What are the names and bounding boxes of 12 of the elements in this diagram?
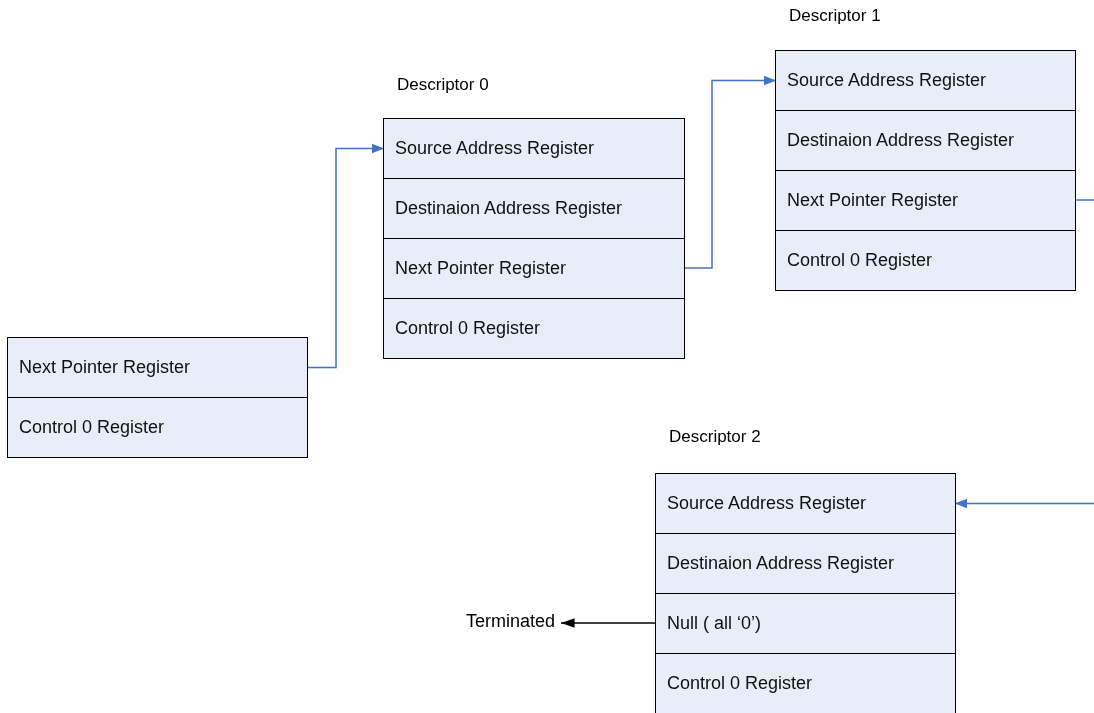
arrow xyxy=(306,143,385,369)
descriptor-group xyxy=(775,6,1076,291)
descriptor-heading: Descriptor 0 xyxy=(397,75,489,95)
descriptor-heading: Descriptor 1 xyxy=(789,6,881,26)
arrow xyxy=(954,498,1094,509)
status-label: Terminated xyxy=(466,611,556,632)
arrow xyxy=(560,618,657,628)
descriptor-group xyxy=(655,427,956,713)
register-table xyxy=(7,337,308,458)
descriptor-group xyxy=(383,75,685,359)
arrow xyxy=(683,75,777,269)
descriptor-heading: Descriptor 2 xyxy=(669,427,761,447)
